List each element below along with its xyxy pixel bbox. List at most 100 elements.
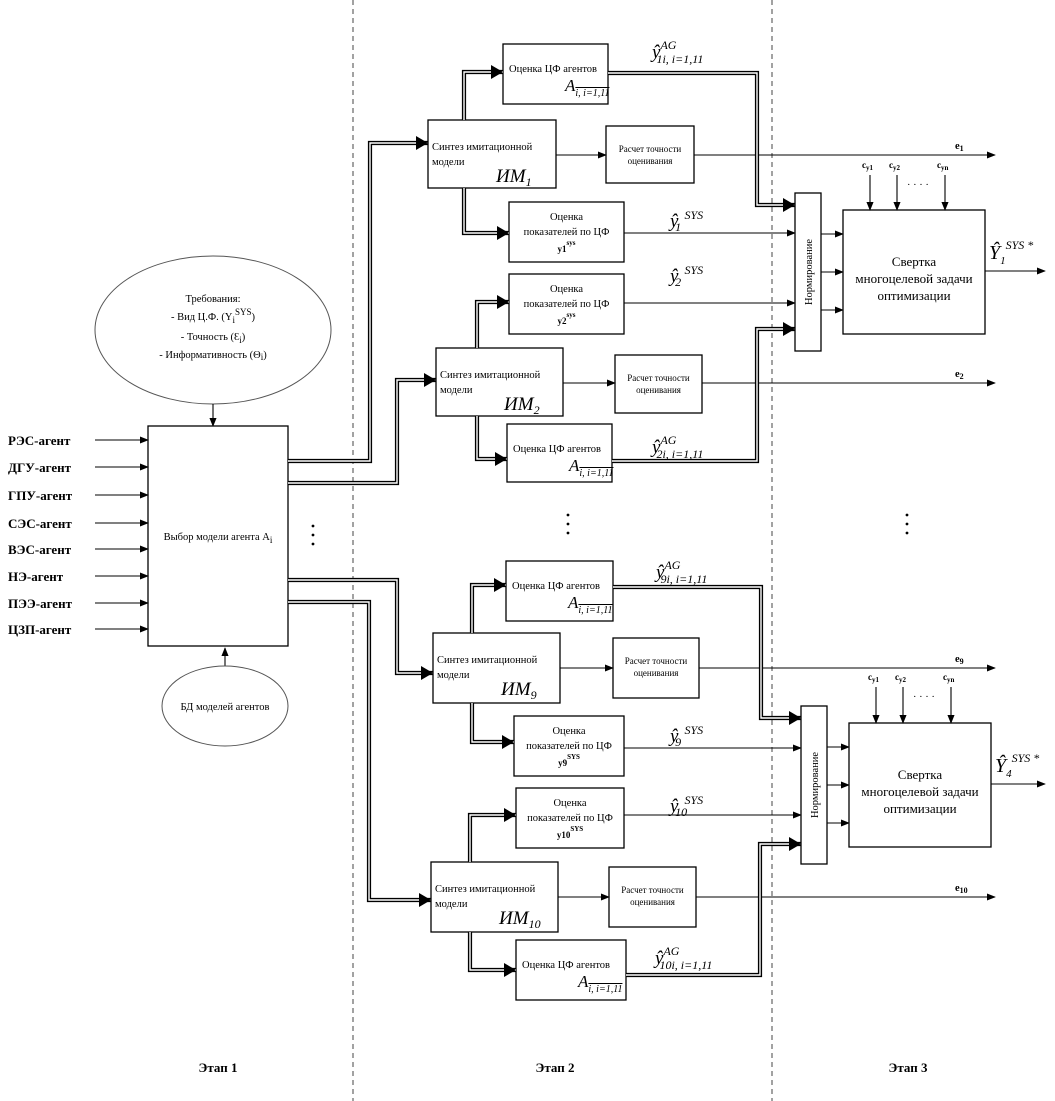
e-label: e1 xyxy=(955,141,964,153)
agents-output-connector xyxy=(608,70,795,212)
requirements-line-1: - Вид Ц.Ф. (YiSYS) xyxy=(171,307,256,325)
agents-db-ellipse[interactable]: БД моделей агентов xyxy=(161,665,289,747)
e-label: e9 xyxy=(955,654,964,666)
synthesis-label: Синтез имитационной xyxy=(432,142,533,153)
model-selector-block[interactable]: Выбор модели агента Ai xyxy=(147,425,289,647)
agents-output-connector xyxy=(612,322,795,464)
indicators-label-1: Оценка xyxy=(550,284,583,295)
agent-input[interactable]: ГПУ-агент xyxy=(8,488,149,503)
agent-input[interactable]: ЦЗП-агент xyxy=(8,622,149,637)
im-label: ИМ10 xyxy=(498,908,541,931)
agents-A-label: Ai, i=1,11 xyxy=(568,456,613,479)
agent-label: ВЭС-агент xyxy=(8,542,72,557)
weight-ellipsis: · · · · xyxy=(913,692,935,703)
accuracy-calc-block[interactable]: Расчет точности оценивания xyxy=(612,637,700,699)
normalization-block[interactable]: Нормирование xyxy=(794,192,822,352)
synthesis-label-2: модели xyxy=(440,385,473,396)
agent-input[interactable]: ДГУ-агент xyxy=(8,460,149,475)
weight-label: cy1 xyxy=(868,672,880,684)
accuracy-label-1: Расчет точности xyxy=(625,656,688,666)
indicators-label-2: показателей по ЦФ xyxy=(524,299,610,310)
agent-input[interactable]: ПЭЭ-агент xyxy=(8,596,149,611)
accuracy-label-2: оценивания xyxy=(634,668,679,678)
requirements-ellipse: Требования: - Вид Ц.Ф. (YiSYS) - Точност… xyxy=(94,255,332,405)
normalization-block[interactable]: Нормирование xyxy=(800,705,828,865)
selector-connectors xyxy=(288,136,436,907)
agents-A-label: Ai, i=1,11 xyxy=(567,593,612,616)
branch-to-indicators xyxy=(469,703,514,749)
agents-A-label: Ai, i=1,11 xyxy=(577,972,622,995)
agent-input[interactable]: ВЭС-агент xyxy=(8,542,149,557)
connector-im9 xyxy=(288,577,433,680)
agent-label: СЭС-агент xyxy=(8,516,72,531)
connector-im1 xyxy=(288,136,428,464)
normalization-label: Нормирование xyxy=(810,752,821,818)
agent-input[interactable]: РЭС-агент xyxy=(8,433,149,448)
stage1-dots xyxy=(311,524,315,546)
synthesis-label-2: модели xyxy=(432,157,465,168)
normalization-label: Нормирование xyxy=(804,239,815,305)
accuracy-label-2: оценивания xyxy=(628,156,673,166)
indicators-label-1: Оценка xyxy=(553,798,586,809)
branch-to-agents-eval xyxy=(467,932,516,977)
stage-label-2: Этап 2 xyxy=(536,1060,575,1075)
model-selector-label: Выбор модели агента Ai xyxy=(164,532,273,545)
indicators-label-3: y10SYS xyxy=(557,825,583,840)
output-label: Ŷ1SYS * xyxy=(989,238,1033,267)
agent-label: ДГУ-агент xyxy=(8,460,72,475)
weight-label: cyn xyxy=(937,160,949,172)
branch-to-agents-eval xyxy=(461,65,503,120)
agents-output-connector xyxy=(626,837,801,978)
convolution-label-1: Свертка xyxy=(892,254,937,269)
agents-db-label: БД моделей агентов xyxy=(181,702,270,713)
output-label: Ŷ4SYS * xyxy=(995,751,1039,780)
stage3-dots xyxy=(905,513,909,535)
convolution-label-1: Свертка xyxy=(898,767,943,782)
synthesis-label-2: модели xyxy=(437,670,470,681)
agent-input[interactable]: НЭ-агент xyxy=(8,569,149,584)
agent-label: НЭ-агент xyxy=(8,569,64,584)
im-label: ИМ9 xyxy=(500,679,537,702)
indicators-label-1: Оценка xyxy=(550,212,583,223)
weight-label: cy2 xyxy=(895,672,907,684)
indicators-label-1: Оценка xyxy=(552,726,585,737)
convolution-label-2: многоцелевой задачи xyxy=(855,271,972,286)
synthesis-label-2: модели xyxy=(435,899,468,910)
requirements-line-3: - Информативность (Θi) xyxy=(159,350,267,362)
agent-input[interactable]: СЭС-агент xyxy=(8,516,149,531)
indicators-label-2: показателей по ЦФ xyxy=(526,741,612,752)
e-label: e10 xyxy=(955,883,968,895)
agents-A-label: Ai, i=1,11 xyxy=(564,76,609,99)
branch-to-indicators xyxy=(467,808,516,862)
agents-eval-label: Оценка ЦФ агентов xyxy=(512,581,600,592)
agent-label: РЭС-агент xyxy=(8,433,71,448)
branch-to-agents-eval xyxy=(474,416,507,466)
convolution-label-2: многоцелевой задачи xyxy=(861,784,978,799)
